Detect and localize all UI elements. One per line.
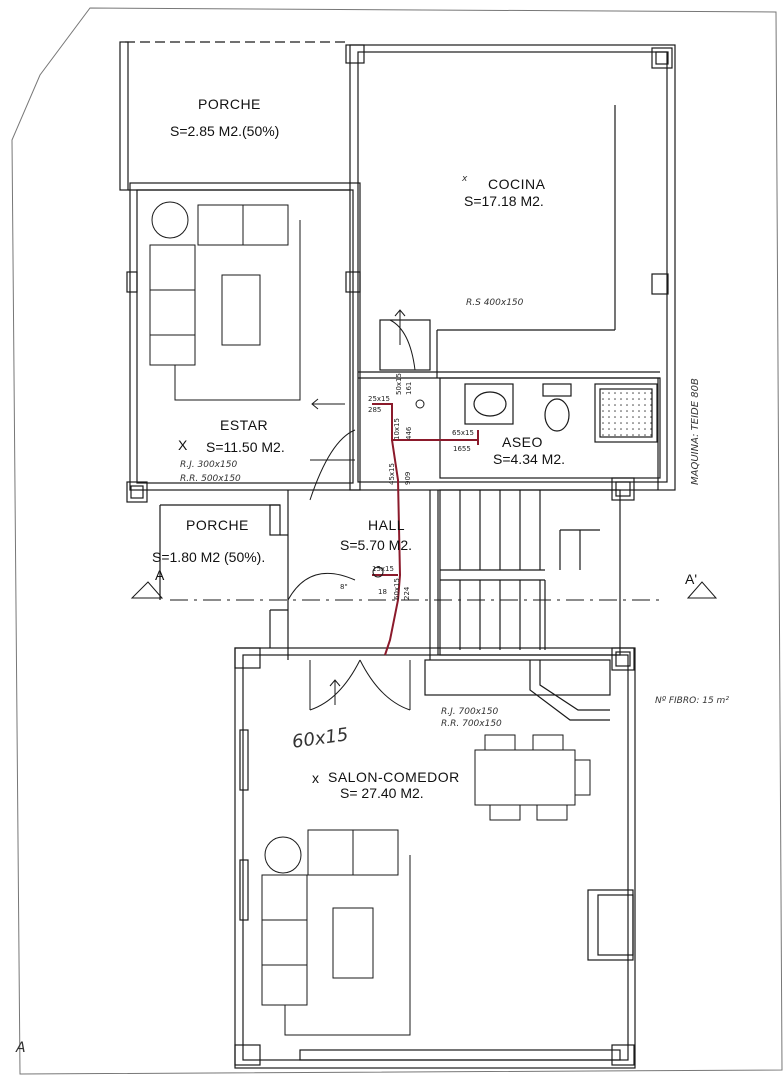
pipe-label-12: 18 [378, 588, 387, 596]
estar-radiator-2: R.R. 500x150 [180, 474, 241, 484]
cocina-name: COCINA [488, 176, 546, 192]
estar-name: ESTAR [220, 417, 269, 433]
maquina-note: MAQUINA: TEIDE 80B [690, 378, 701, 485]
pipe-label-10: 909 [404, 471, 412, 485]
cocina-area: S=17.18 M2. [464, 193, 544, 209]
corner-mark: A [16, 1040, 26, 1056]
pipe-label-2: 285 [368, 406, 382, 414]
pipe-label-4: 161 [405, 381, 413, 395]
heating-pipes [372, 403, 479, 656]
section-label-right: A' [685, 571, 698, 587]
furniture [149, 201, 591, 1036]
cocina-radiator: R.S 400x150 [466, 298, 524, 308]
fibro-note: Nº FIBRO: 15 m² [655, 696, 729, 706]
pipe-label-14: 224 [403, 586, 411, 600]
estar-radiator-1: R.J. 300x150 [180, 460, 238, 470]
radiator-valve [372, 566, 384, 578]
salon-mark: x [312, 770, 319, 786]
pipe-label-11: 15x15 [372, 565, 394, 573]
paper-edge [11, 7, 783, 1075]
pipe-label-6: 446 [405, 426, 413, 440]
pipe-label-15: 8" [340, 583, 348, 591]
aseo-area: S=4.34 M2. [493, 451, 565, 467]
section-label-left: A [155, 567, 165, 583]
pipe-label-8: 1655 [453, 445, 471, 453]
porche-top-area: S=2.85 M2.(50%) [170, 123, 280, 139]
walls [119, 41, 676, 1069]
pipe-label-5: 10x15 [393, 418, 401, 440]
porche-mid-area: S=1.80 M2 (50%). [152, 549, 266, 565]
hall-name: HALL [368, 517, 406, 533]
aseo-valve [415, 399, 425, 409]
salon-area: S= 27.40 M2. [340, 785, 424, 801]
pipe-label-1: 25x15 [368, 395, 390, 403]
salon-radiator-1: R.J. 700x150 [441, 707, 499, 717]
porche-top-name: PORCHE [198, 96, 261, 112]
arrows [311, 309, 406, 705]
estar-mark: X [178, 437, 188, 453]
salon-radiator-2: R.R. 700x150 [441, 719, 502, 729]
aseo-name: ASEO [502, 434, 543, 450]
doors [287, 319, 416, 711]
cocina-mark: x [462, 174, 468, 184]
salon-name: SALON-COMEDOR [328, 769, 460, 785]
porche-mid-name: PORCHE [186, 517, 249, 533]
hall-area: S=5.70 M2. [340, 537, 412, 553]
pipe-label-7: 65x15 [452, 429, 474, 437]
pipe-label-13: 60x15 [393, 578, 401, 600]
pipe-label-3: 50x15 [395, 373, 403, 395]
section-line [130, 581, 718, 601]
pipe-label-9: 45x15 [388, 463, 396, 485]
estar-area: S=11.50 M2. [206, 439, 285, 455]
